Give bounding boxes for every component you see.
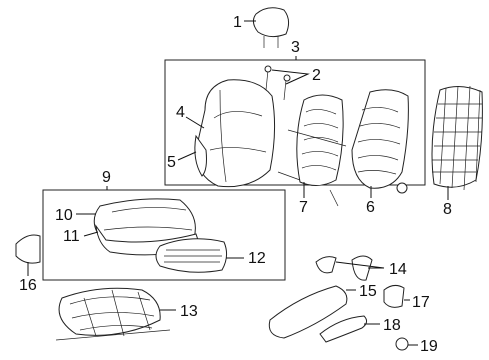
- callout-15: 15: [346, 283, 377, 300]
- callout-label: 8: [443, 201, 452, 218]
- callout-label: 11: [63, 228, 80, 245]
- callout-label: 12: [248, 250, 266, 267]
- callout-5: 5: [167, 151, 197, 171]
- callout-label: 10: [55, 207, 73, 224]
- callout-label: 9: [102, 169, 111, 186]
- headrest: [252, 7, 290, 48]
- callout-2: 2: [271, 67, 321, 85]
- callout-10: 10: [55, 207, 96, 224]
- callout-label: 14: [389, 261, 407, 278]
- callout-18: 18: [364, 317, 401, 334]
- callout-16: 16: [19, 262, 37, 294]
- recliner-knob: [383, 284, 405, 308]
- callout-14: 14: [335, 261, 407, 278]
- cover-cap: [395, 337, 409, 351]
- callout-label: 18: [383, 317, 401, 334]
- callout-label: 16: [19, 277, 37, 294]
- seat-back-frame: [351, 89, 409, 194]
- seat-side-cover: [268, 285, 348, 339]
- seat-back-group-frame: [164, 59, 426, 186]
- callout-label: 2: [312, 67, 321, 84]
- callout-label: 15: [359, 283, 377, 300]
- callout-6: 6: [366, 186, 375, 216]
- callout-label: 5: [167, 154, 176, 171]
- callout-label: 17: [412, 294, 430, 311]
- callout-4: 4: [176, 104, 205, 129]
- callout-label: 4: [176, 104, 185, 121]
- seat-back-board: [431, 85, 483, 191]
- bolts: [264, 65, 291, 101]
- callout-1: 1: [233, 14, 256, 31]
- callout-13: 13: [160, 303, 198, 320]
- callout-label: 3: [291, 39, 300, 56]
- seat-back-pad: [194, 134, 207, 177]
- seat-side-shield: [15, 234, 41, 264]
- callout-label: 7: [299, 199, 308, 216]
- callout-17: 17: [404, 294, 430, 311]
- callout-label: 1: [233, 14, 242, 31]
- callout-9: 9: [102, 169, 111, 190]
- callout-label: 13: [180, 303, 198, 320]
- callout-11: 11: [63, 228, 99, 245]
- callout-19: 19: [408, 338, 438, 355]
- callout-8: 8: [443, 186, 452, 218]
- callout-12: 12: [226, 250, 266, 267]
- callout-3: 3: [291, 39, 300, 60]
- callout-label: 6: [366, 199, 375, 216]
- recliner-covers: [315, 255, 373, 281]
- seat-track-frame: [55, 287, 171, 341]
- callout-7: 7: [299, 182, 308, 216]
- callout-label: 19: [420, 338, 438, 355]
- height-lever: [319, 315, 368, 343]
- seat-cushion-group-frame: [42, 189, 286, 281]
- seat-back-cover: [195, 79, 276, 188]
- seat-cushion-heater-mat: [155, 238, 228, 273]
- seat-back-spring-pad: [277, 94, 347, 207]
